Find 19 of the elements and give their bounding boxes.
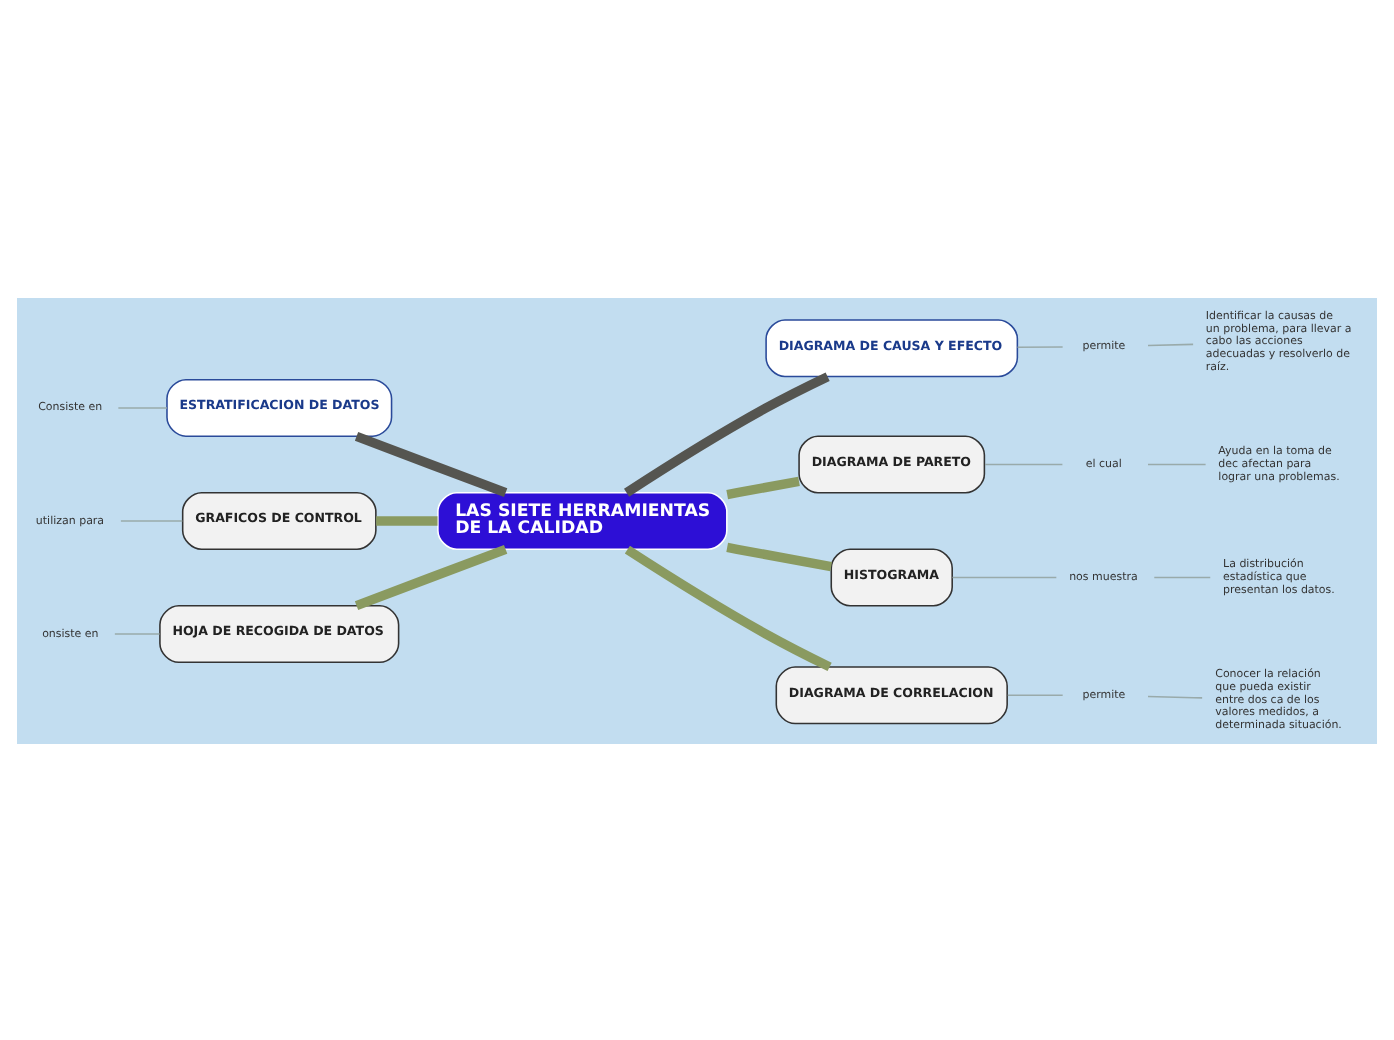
connector [951,575,1058,578]
connector [117,406,168,408]
connector [1147,694,1203,698]
connector [354,431,508,497]
connector [1153,575,1212,578]
node-box: LAS SIETE HERRAMIENTAS DE LA CALIDAD [437,490,728,550]
connector [624,371,830,496]
connector [120,519,184,521]
connector [376,515,438,525]
connector [1147,462,1207,465]
connector [624,544,832,671]
connector [1147,342,1194,346]
connector [726,541,833,571]
connector [984,462,1064,465]
connector [1016,345,1064,348]
connector [114,632,161,634]
connector [1006,693,1064,696]
connector [354,543,508,609]
connector [726,475,800,499]
